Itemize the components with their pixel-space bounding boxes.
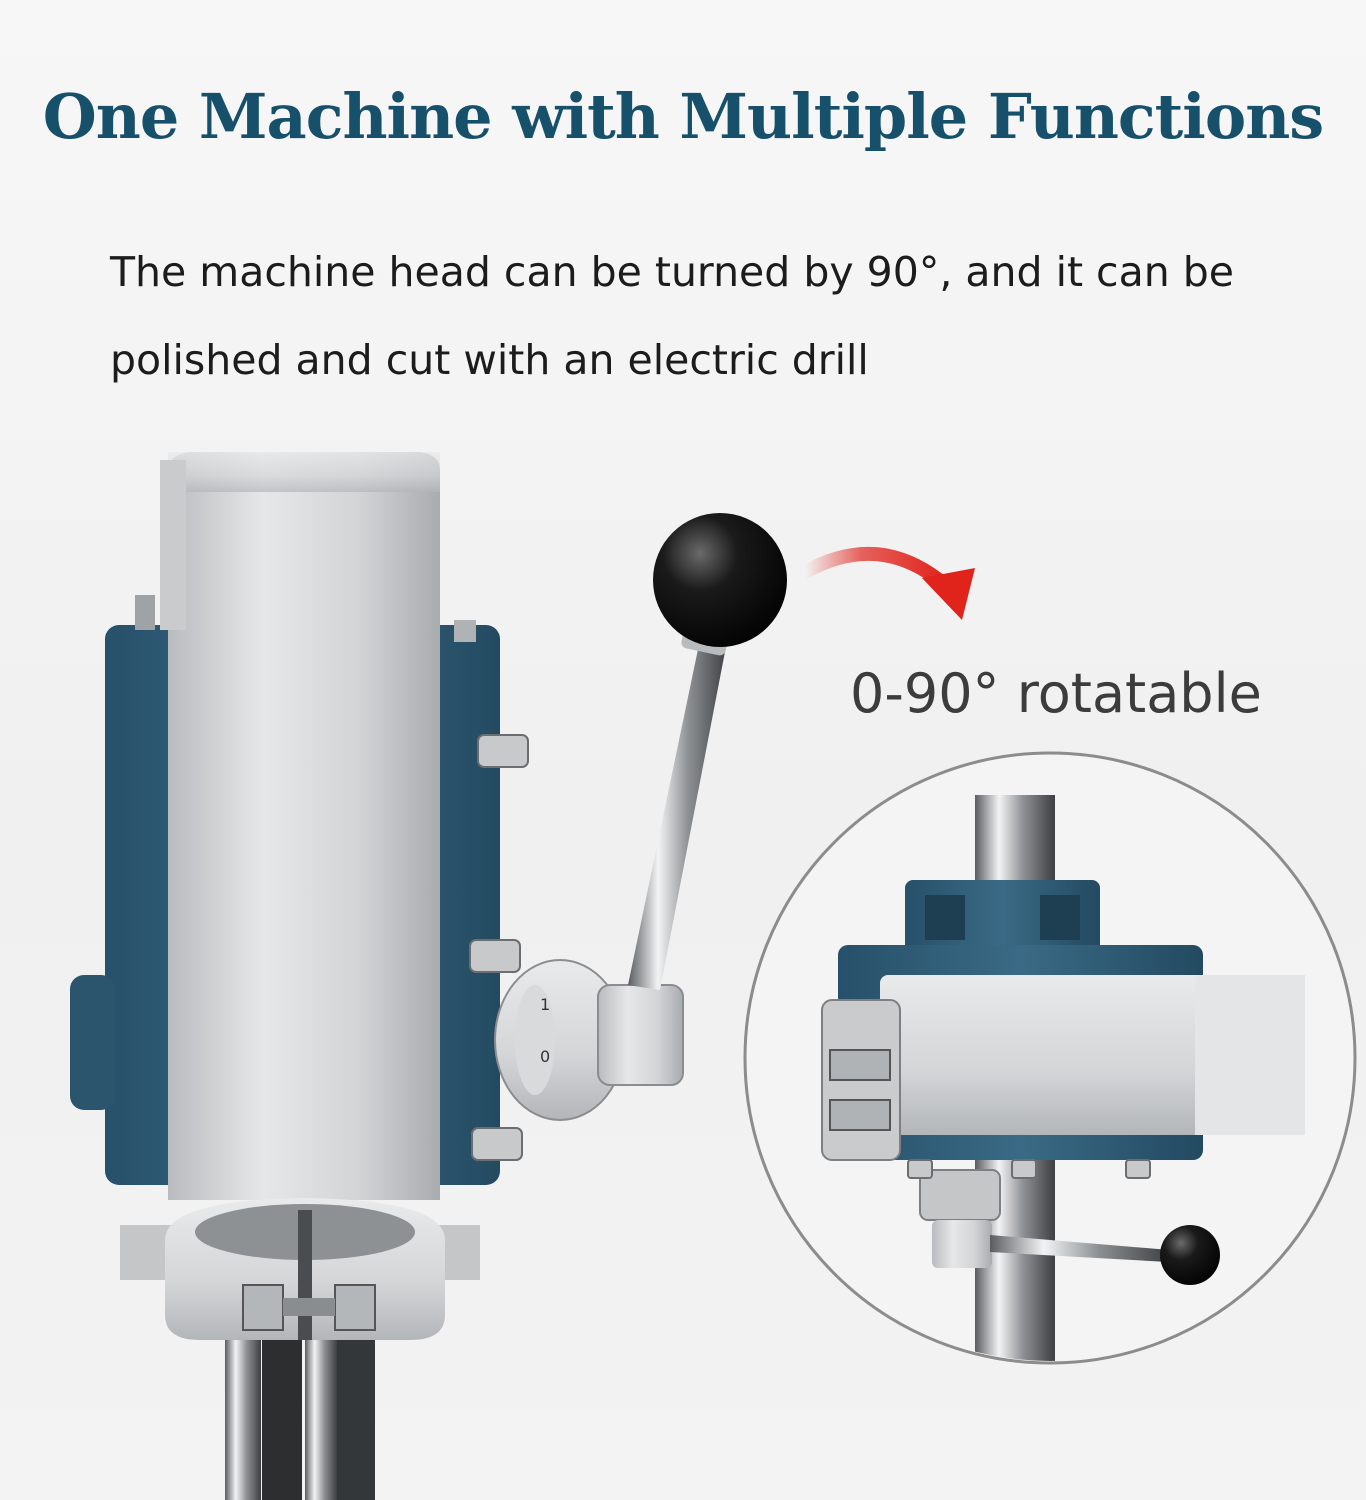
- dial-mark-1: 1: [540, 995, 550, 1014]
- zoom-inset: [743, 751, 1357, 1365]
- rotation-arrow-icon: [798, 546, 975, 620]
- rotation-label: 0-90° rotatable: [850, 662, 1262, 725]
- description-text: The machine head can be turned by 90°, a…: [110, 248, 1234, 384]
- lever-knob: [653, 513, 787, 647]
- dial-mark-0: 0: [540, 1047, 550, 1066]
- page-title: One Machine with Multiple Functions: [42, 80, 1324, 153]
- feed-lever: [628, 630, 728, 990]
- drill-head-main: 1 0: [70, 452, 787, 1500]
